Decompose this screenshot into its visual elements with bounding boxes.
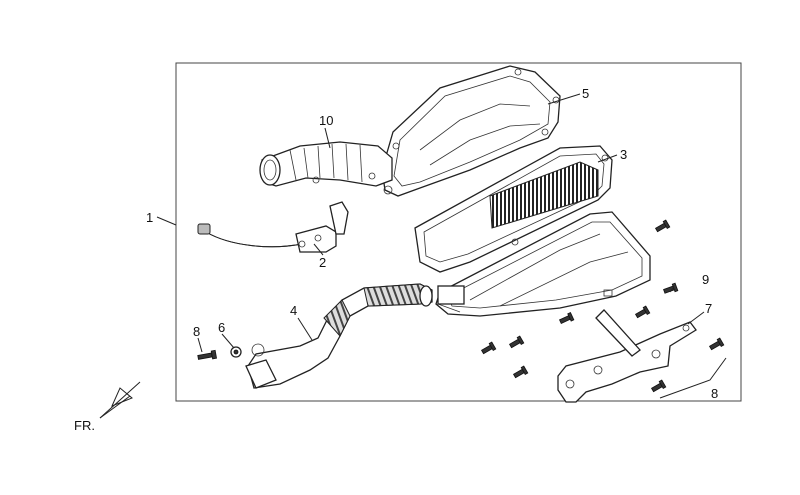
callout-8-left: 8: [193, 324, 200, 339]
front-direction-indicator: [99, 381, 141, 419]
callout-6: 6: [218, 320, 225, 335]
callout-4: 4: [290, 303, 297, 318]
connecting-hose: [245, 283, 433, 389]
callout-9: 9: [702, 272, 709, 287]
mounting-bracket: [557, 309, 697, 403]
assembly-frame: [175, 62, 742, 402]
air-cleaner-case: [435, 211, 651, 317]
callout-7: 7: [705, 301, 712, 316]
screws: [197, 219, 725, 393]
callout-3: 3: [620, 147, 627, 162]
intake-duct: [259, 141, 393, 187]
direction-label: FR.: [74, 418, 95, 433]
callout-8-right: 8: [711, 386, 718, 401]
callout-2: 2: [319, 255, 326, 270]
leader-lines: [156, 93, 727, 399]
air-cleaner-cover: [381, 65, 561, 197]
callout-5: 5: [582, 86, 589, 101]
air-filter-element: [414, 145, 613, 273]
callout-10: 10: [319, 113, 333, 128]
callout-1: 1: [146, 210, 153, 225]
hose-clamp: [230, 346, 242, 358]
breather-tube: [197, 201, 349, 253]
